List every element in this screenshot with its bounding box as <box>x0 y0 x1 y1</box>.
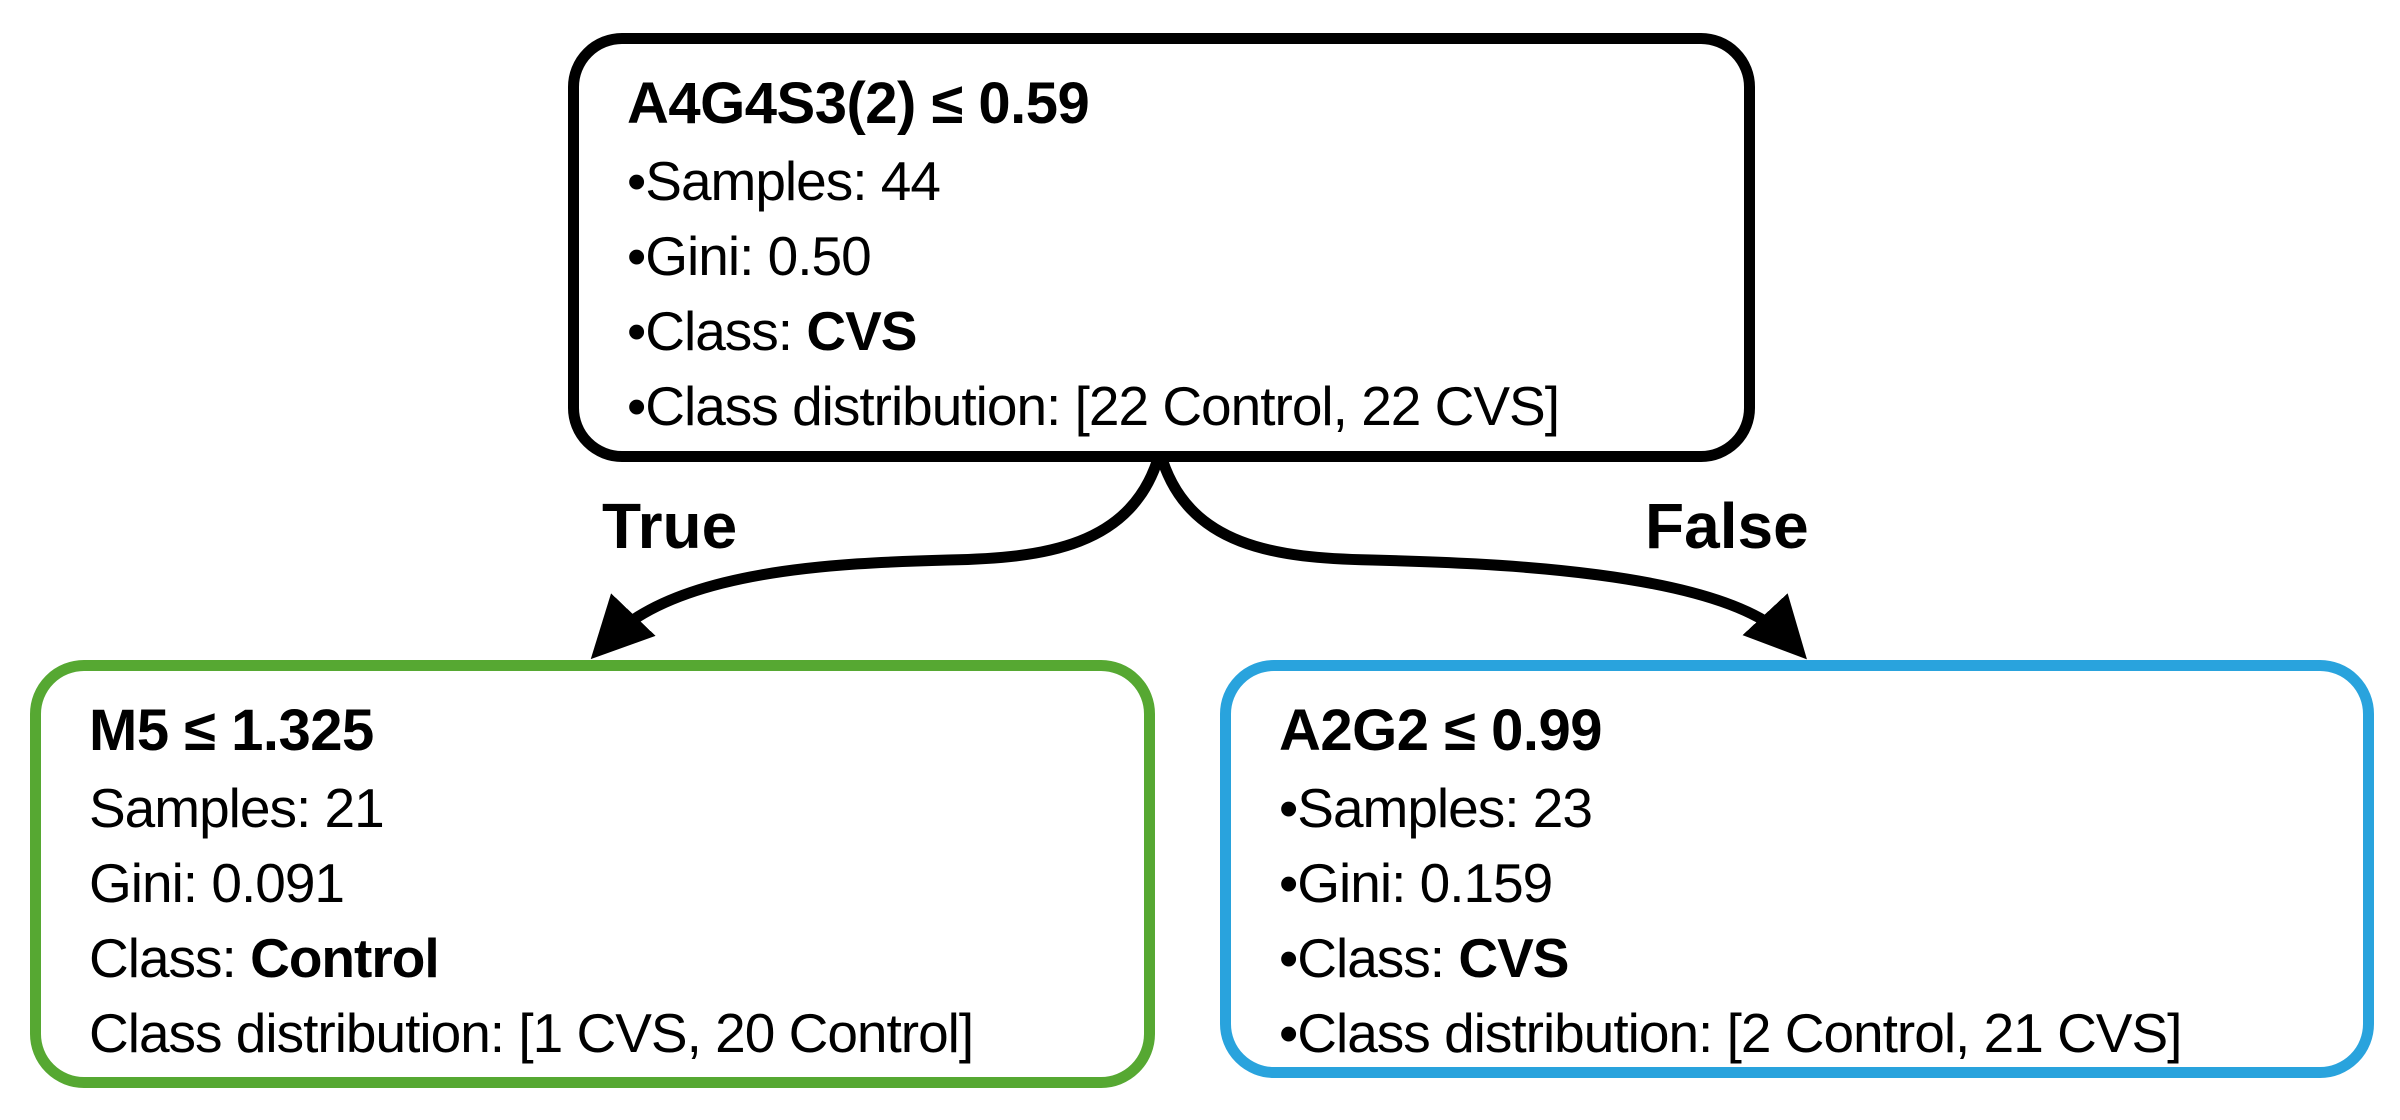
root-node-distribution-line: •Class distribution: [22 Control, 22 CVS… <box>627 375 1560 437</box>
root-node-gini-line: •Gini: 0.50 <box>627 225 872 287</box>
left-node-title: M5 ≤ 1.325 <box>89 698 374 763</box>
right-node-class-line: •Class: CVS <box>1279 927 1569 989</box>
right-node-distribution-line: •Class distribution: [2 Control, 21 CVS] <box>1279 1002 2182 1064</box>
false-edge-path <box>1154 446 1807 660</box>
root-node-class-line: •Class: CVS <box>627 300 917 362</box>
left-child-node-true-branch: M5 ≤ 1.325 Samples: 21 Gini: 0.091 Class… <box>30 660 1155 1088</box>
right-node-gini-line: •Gini: 0.159 <box>1279 852 1553 914</box>
left-node-gini-line: Gini: 0.091 <box>89 852 345 914</box>
left-node-class-line: Class: Control <box>89 927 440 989</box>
true-edge-path <box>590 446 1166 660</box>
right-node-samples-line: •Samples: 23 <box>1279 777 1593 839</box>
false-edge-label: False <box>1645 490 1809 562</box>
true-edge-label: True <box>602 490 738 562</box>
root-node-title: A4G4S3(2) ≤ 0.59 <box>627 71 1090 136</box>
root-decision-node: A4G4S3(2) ≤ 0.59 •Samples: 44 •Gini: 0.5… <box>568 33 1755 462</box>
right-node-title: A2G2 ≤ 0.99 <box>1279 698 1602 763</box>
left-node-distribution-line: Class distribution: [1 CVS, 20 Control] <box>89 1002 974 1064</box>
left-node-samples-line: Samples: 21 <box>89 777 385 839</box>
root-node-samples-line: •Samples: 44 <box>627 150 941 212</box>
right-child-node-false-branch: A2G2 ≤ 0.99 •Samples: 23 •Gini: 0.159 •C… <box>1220 660 2374 1078</box>
